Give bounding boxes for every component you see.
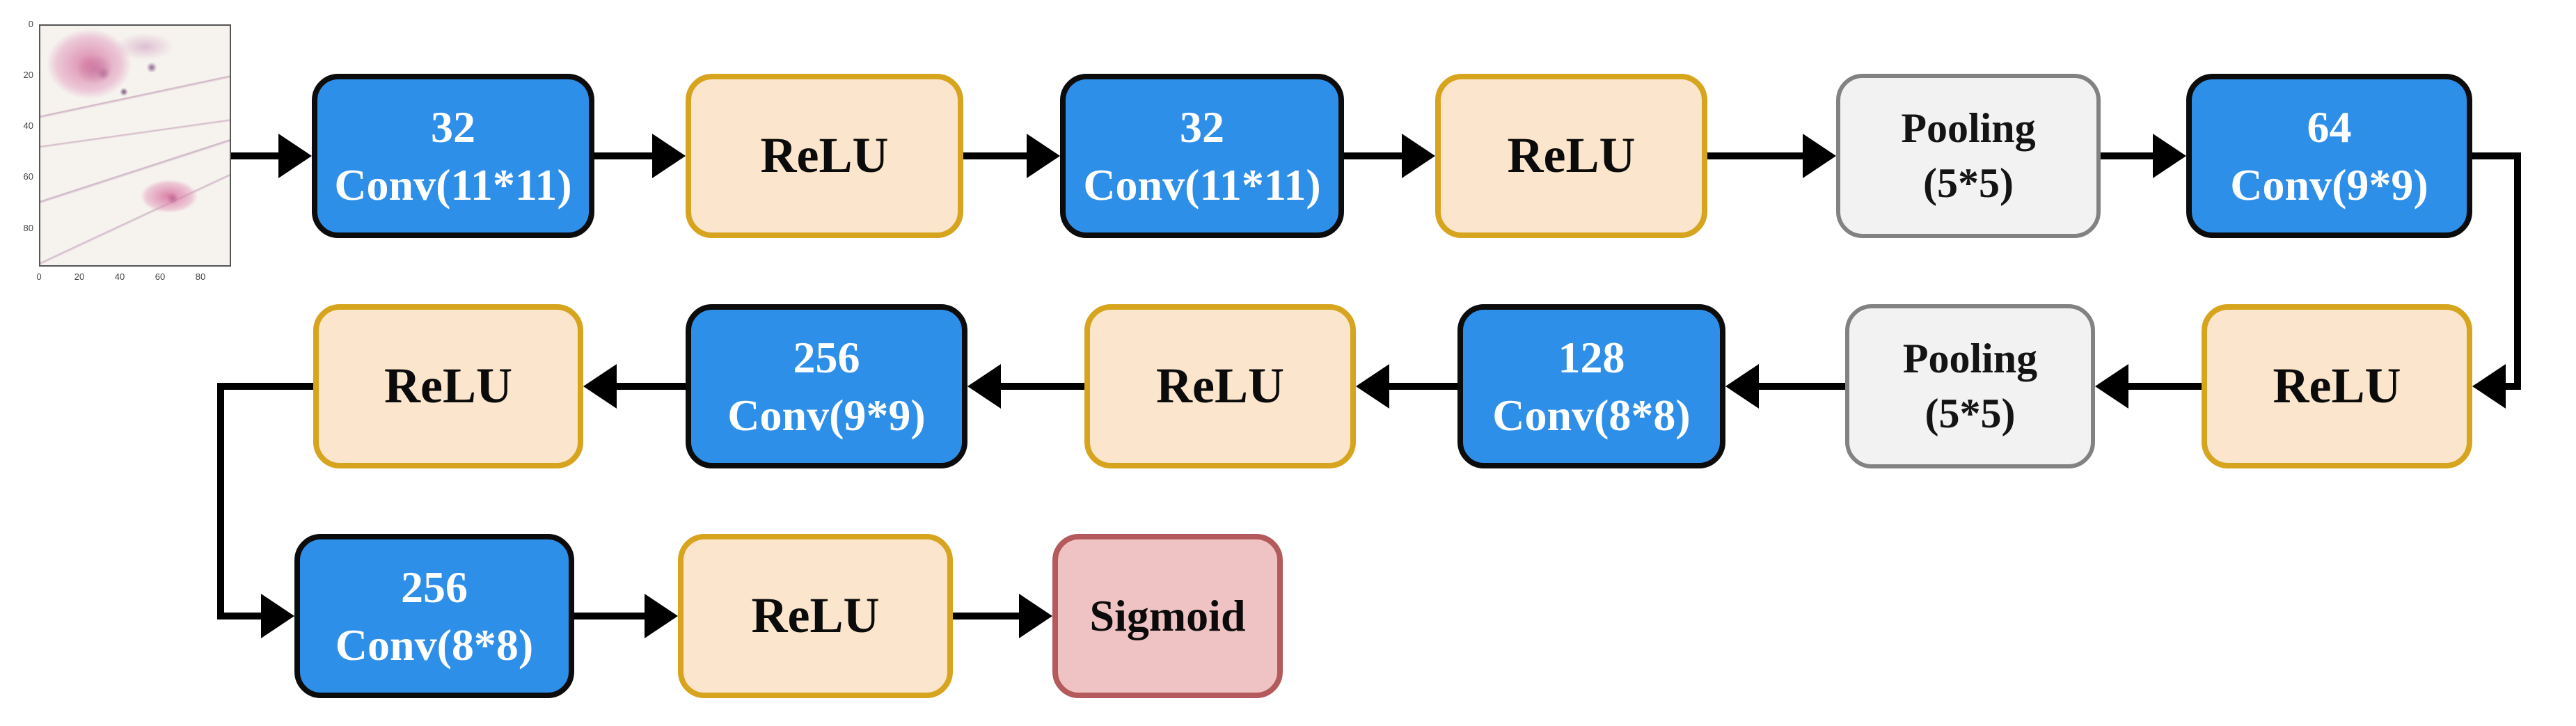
x-axis-tick-label: 40	[114, 271, 125, 282]
block-pooling-5x5-b: Pooling (5*5)	[1845, 304, 2095, 468]
flow-arrow-left	[2472, 364, 2521, 409]
block-relu-3: ReLU	[2202, 304, 2472, 468]
block-line: Pooling	[1901, 104, 2036, 151]
block-line: 256	[793, 332, 860, 382]
x-axis-tick-label: 0	[36, 271, 42, 282]
x-axis-tick-label: 60	[155, 271, 166, 282]
connector-line	[217, 383, 313, 390]
flow-arrow-right	[953, 594, 1052, 638]
flow-arrow-left	[1356, 364, 1457, 409]
connector-line	[2472, 152, 2521, 159]
block-relu-4: ReLU	[1084, 304, 1356, 468]
block-conv-256-8x8: 256 Conv(8*8)	[294, 534, 574, 698]
block-line: Conv(8*8)	[335, 620, 534, 670]
flow-arrow-right	[963, 134, 1060, 178]
block-line: Conv(8*8)	[1492, 390, 1691, 440]
block-line: ReLU	[2273, 358, 2401, 414]
block-line: ReLU	[384, 358, 512, 414]
flow-arrow-right	[1707, 134, 1836, 178]
block-line: ReLU	[760, 127, 889, 184]
block-conv-32-11x11-a: 32 Conv(11*11)	[312, 74, 594, 238]
y-axis-tick-label: 80	[23, 223, 33, 233]
block-relu-1: ReLU	[686, 74, 963, 238]
block-relu-6: ReLU	[678, 534, 953, 698]
block-conv-64-9x9: 64 Conv(9*9)	[2186, 74, 2472, 238]
block-conv-128-8x8: 128 Conv(8*8)	[1457, 304, 1725, 468]
y-axis-tick-label: 20	[23, 70, 33, 80]
block-line: 256	[401, 562, 468, 612]
connector-line	[217, 383, 224, 620]
y-axis-tick-label: 60	[23, 171, 33, 182]
flow-arrow-left	[583, 364, 686, 409]
block-line: Conv(11*11)	[334, 160, 572, 210]
flow-arrow-right	[217, 594, 294, 638]
block-line: Pooling	[1902, 335, 2038, 381]
block-line: ReLU	[1156, 358, 1284, 414]
flow-arrow-left	[967, 364, 1084, 409]
x-axis-tick-label: 80	[195, 271, 206, 282]
block-line: Conv(9*9)	[2230, 160, 2428, 210]
block-line: 64	[2307, 102, 2352, 152]
connector-line	[2514, 152, 2521, 390]
flow-arrow-right	[231, 134, 312, 178]
flow-arrow-right	[594, 134, 686, 178]
block-pooling-5x5-a: Pooling (5*5)	[1836, 74, 2101, 238]
y-axis-tick-label: 40	[23, 120, 33, 131]
block-line: (5*5)	[1925, 390, 2016, 436]
block-line: ReLU	[751, 587, 880, 644]
block-line: Sigmoid	[1089, 590, 1246, 640]
block-line: 128	[1558, 332, 1625, 382]
flow-arrow-right	[1344, 134, 1435, 178]
flow-arrow-right	[2101, 134, 2186, 178]
block-conv-32-11x11-b: 32 Conv(11*11)	[1060, 74, 1344, 238]
block-line: Conv(11*11)	[1083, 160, 1321, 210]
block-line: ReLU	[1507, 127, 1636, 184]
block-conv-256-9x9: 256 Conv(9*9)	[686, 304, 967, 468]
x-axis-tick-label: 20	[74, 271, 85, 282]
block-line: (5*5)	[1923, 160, 2014, 206]
block-relu-5: ReLU	[313, 304, 583, 468]
block-line: Conv(9*9)	[727, 390, 926, 440]
flow-arrow-right	[574, 594, 678, 638]
block-line: 32	[431, 102, 475, 152]
histology-input-image	[39, 24, 231, 267]
flow-arrow-left	[2095, 364, 2202, 409]
flow-arrow-left	[1725, 364, 1845, 409]
block-line: 32	[1180, 102, 1224, 152]
block-relu-2: ReLU	[1435, 74, 1707, 238]
y-axis-tick-label: 0	[28, 19, 33, 29]
block-sigmoid-output: Sigmoid	[1052, 534, 1283, 698]
